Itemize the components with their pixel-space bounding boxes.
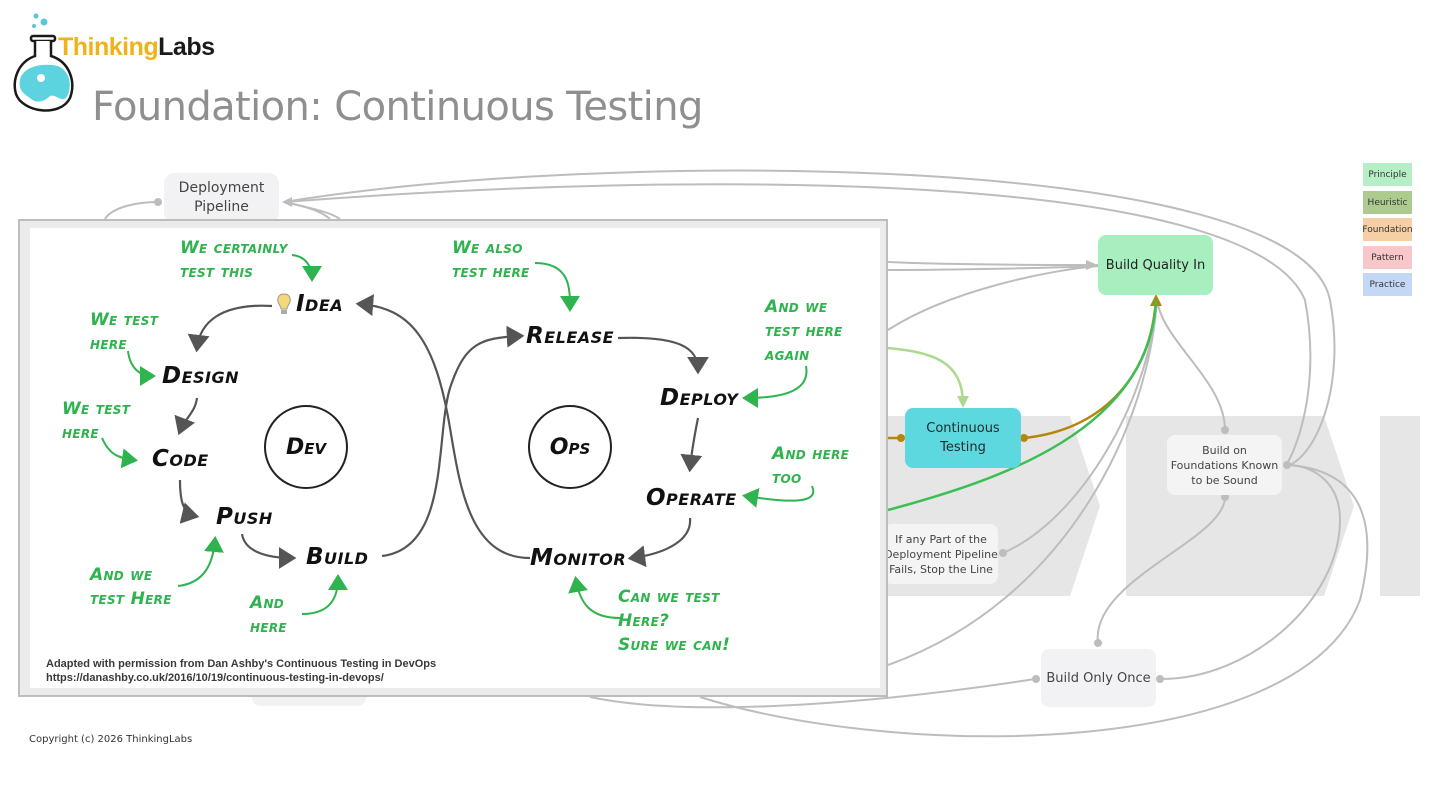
note-line: We also [452, 238, 523, 258]
stage-build: Build [306, 544, 369, 570]
devops-loop-arrows [101, 254, 815, 619]
note-line: Sure we can! [618, 635, 731, 655]
brand-name-part2: Labs [158, 33, 215, 61]
note-code: We test here [62, 397, 130, 445]
note-line: too [772, 468, 802, 488]
legend-label: Heuristic [1367, 197, 1408, 208]
ops-circle-label: Ops [549, 434, 591, 460]
devops-loop-panel: Idea Design Code Push Build Release Depl… [18, 219, 888, 697]
node-build-on-foundations[interactable]: Build on Foundations Known to be Sound [1167, 435, 1282, 495]
note-monitor: Can we test Here? Sure we can! [618, 585, 730, 657]
legend-item-heuristic: Heuristic [1363, 191, 1412, 214]
note-line: test Here [90, 589, 172, 609]
note-line: test this [180, 262, 254, 282]
node-build-only-once-label: Build Only Once [1046, 670, 1151, 686]
note-line: Here? [618, 611, 670, 631]
node-deployment-pipeline[interactable]: Deployment Pipeline [164, 173, 279, 223]
note-idea: We certainly test this [180, 236, 288, 284]
node-continuous-testing[interactable]: Continuous Testing [905, 408, 1021, 468]
note-push: And we test Here [90, 563, 172, 611]
copyright-notice: Copyright (c) 2026 ThinkingLabs [29, 734, 193, 745]
note-build: And here [250, 591, 287, 639]
node-stop-the-line-label: If any Part of the Deployment Pipeline F… [884, 532, 998, 576]
attribution-line: Adapted with permission from Dan Ashby's… [46, 658, 437, 670]
node-build-on-foundations-label: Build on Foundations Known to be Sound [1170, 443, 1279, 487]
stage-deploy: Deploy [660, 385, 739, 411]
note-line: We test [62, 399, 131, 419]
stage-monitor: Monitor [530, 545, 627, 571]
note-line: And we [90, 565, 153, 585]
legend-item-principle: Principle [1363, 163, 1412, 186]
attribution-url: https://danashby.co.uk/2016/10/19/contin… [46, 672, 384, 684]
lightbulb-icon [277, 293, 291, 314]
note-line: again [765, 345, 810, 365]
note-line: here [62, 423, 99, 443]
note-line: We test [90, 310, 159, 330]
stage-release: Release [526, 323, 615, 349]
legend-item-pattern: Pattern [1363, 246, 1412, 269]
stage-code: Code [152, 446, 209, 472]
devops-loop-image: Idea Design Code Push Build Release Depl… [30, 228, 880, 688]
note-design: We test here [90, 308, 158, 356]
node-build-quality-in-label: Build Quality In [1105, 257, 1206, 273]
note-operate: And here too [772, 442, 849, 490]
note-line: And we [765, 297, 828, 317]
note-line: test here [452, 262, 530, 282]
note-line: test here [765, 321, 843, 341]
flask-logo-icon [13, 13, 74, 112]
dev-circle: Dev [264, 405, 348, 489]
legend-item-foundation: Foundation [1362, 218, 1413, 241]
legend-item-practice: Practice [1363, 273, 1412, 296]
note-line: here [250, 617, 287, 637]
note-line: And [250, 593, 285, 613]
dev-circle-label: Dev [285, 434, 327, 460]
stage-chevron-3 [1380, 416, 1420, 596]
legend-label: Pattern [1371, 252, 1404, 263]
page-title: Foundation: Continuous Testing [92, 84, 703, 130]
note-release: We also test here [452, 236, 530, 284]
legend-label: Foundation [1362, 224, 1413, 235]
note-line: We certainly [180, 238, 288, 258]
note-line: Can we test [618, 587, 720, 607]
brand-name-part1: Thinking [58, 33, 159, 61]
node-continuous-testing-label: Continuous Testing [926, 421, 1000, 455]
stage-design: Design [162, 363, 240, 389]
node-deployment-pipeline-label: Deployment Pipeline [178, 180, 265, 215]
stage-push: Push [216, 504, 273, 530]
node-build-only-once[interactable]: Build Only Once [1041, 649, 1156, 707]
note-deploy: And we test here again [765, 295, 843, 367]
note-line: And here [772, 444, 850, 464]
node-stop-the-line[interactable]: If any Part of the Deployment Pipeline F… [884, 524, 998, 584]
legend-label: Practice [1369, 279, 1406, 290]
stage-operate: Operate [646, 485, 737, 511]
stage-idea: Idea [296, 291, 344, 317]
ops-circle: Ops [528, 405, 612, 489]
node-build-quality-in[interactable]: Build Quality In [1098, 235, 1213, 295]
note-line: here [90, 334, 127, 354]
legend-label: Principle [1368, 169, 1407, 180]
brand-name: ThinkingLabs [58, 33, 215, 61]
